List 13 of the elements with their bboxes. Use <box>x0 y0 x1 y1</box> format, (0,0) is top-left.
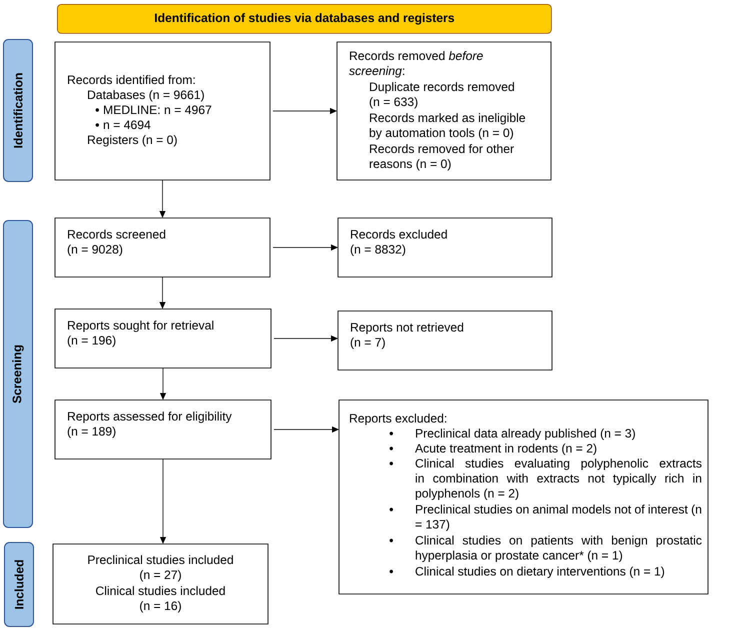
header-banner: Identification of studies via databases and registers <box>57 4 552 34</box>
phase-label: Identification <box>3 39 33 182</box>
process-box: Preclinical studies included (n = 27) Clinical studies included (n = 16) <box>52 544 268 624</box>
process-box: Reports assessed for eligibility (n = 189) <box>54 400 272 460</box>
process-box: Records removed before screening: Duplicate records removed (n = 633) Records marked as ineligible by automation tools (n = 0) Records removed for other reasons (n = 0) <box>336 42 552 180</box>
process-box: Records screened (n = 9028) <box>54 218 270 278</box>
process-box: Records excluded (n = 8832) <box>338 218 552 278</box>
process-box: Reports not retrieved (n = 7) <box>338 310 552 370</box>
phase-label: Screening <box>3 220 33 528</box>
process-box: Reports excluded: Preclinical data already published (n = 3) Acute treatment in rodents (n = 2) Clinical studies evaluating polyphenolic extracts in combination with extracts not typically rich in polyphenols (n = 2) Preclinical studies on animal models not of interest (n = 137) Clinical studies on patients with benign prostatic hyperplasia or prostate cancer* (n = 1) Clinical studies on dietary interventions (n = 1) <box>338 400 708 594</box>
process-box: Reports sought for retrieval (n = 196) <box>54 308 272 368</box>
phase-label: Included <box>4 542 34 627</box>
process-box: Records identified from: Databases (n = 9661) MEDLINE: n = 4967 n = 4694 Registers (n = 0) <box>54 42 270 180</box>
